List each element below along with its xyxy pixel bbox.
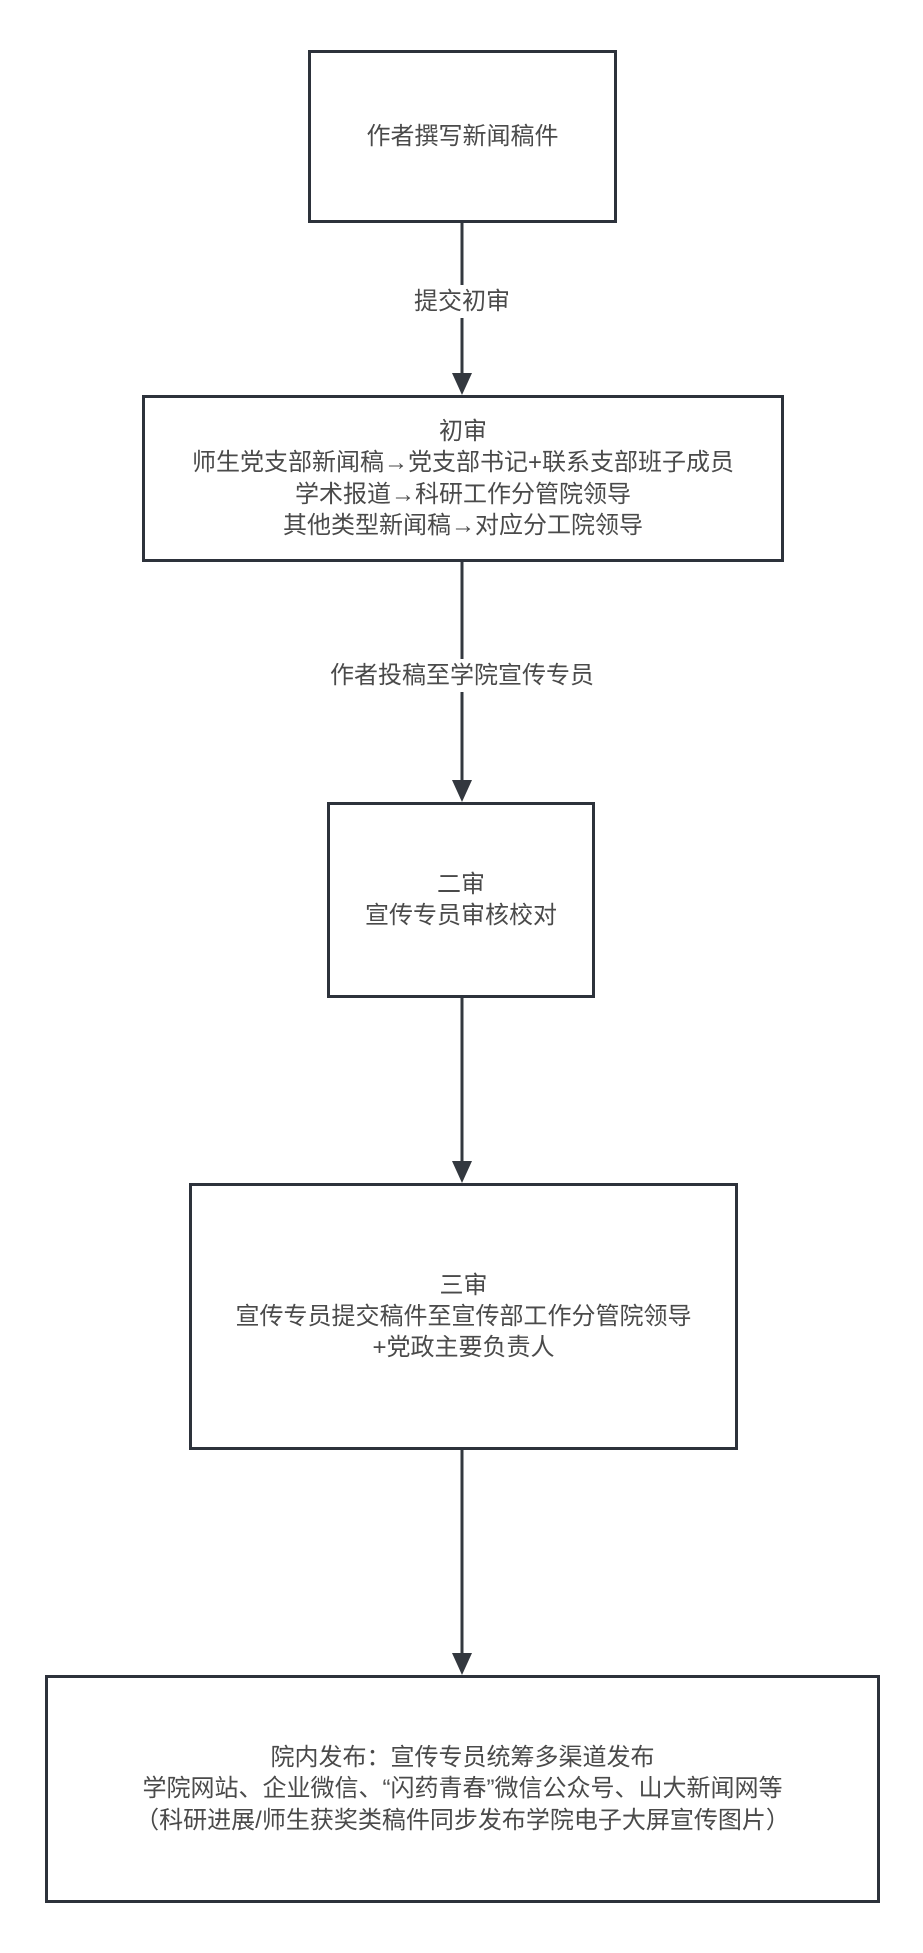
arrow-down-icon — [452, 780, 472, 802]
node-text-line: +党政主要负责人 — [372, 1334, 555, 1362]
node-text-line: 师生党支部新闻稿→党支部书记+联系支部班子成员 — [191, 449, 734, 477]
flow-node-author-writes: 作者撰写新闻稿件 — [308, 50, 617, 223]
connector-line — [460, 1450, 464, 1653]
node-text-line: 宣传专员提交稿件至宣传部工作分管院领导 — [235, 1302, 692, 1330]
connector-line — [460, 998, 464, 1161]
flow-node-first-review: 初审 师生党支部新闻稿→党支部书记+联系支部班子成员 学术报道→科研工作分管院领… — [142, 395, 784, 562]
arrow-down-icon — [452, 1161, 472, 1183]
flow-node-publish: 院内发布：宣传专员统筹多渠道发布 学院网站、企业微信、“闪药青春”微信公众号、山… — [45, 1675, 880, 1903]
node-text-line: 其他类型新闻稿→对应分工院领导 — [283, 511, 643, 539]
flow-node-second-review: 二审 宣传专员审核校对 — [327, 802, 595, 998]
arrow-down-icon — [452, 1653, 472, 1675]
node-text-line: 作者撰写新闻稿件 — [366, 122, 559, 150]
node-text-line: 宣传专员审核校对 — [365, 902, 557, 929]
arrow-down-icon — [452, 373, 472, 395]
node-text-line: 三审 — [439, 1271, 488, 1299]
edge-label-submit-first-review: 提交初审 — [408, 285, 516, 319]
node-text-line: 初审 — [439, 418, 487, 446]
node-text-line: （科研进展/师生获奖类稿件同步发布学院电子大屏宣传图片） — [135, 1806, 790, 1834]
node-text-line: 学院网站、企业微信、“闪药青春”微信公众号、山大新闻网等 — [142, 1775, 783, 1803]
flow-node-third-review: 三审 宣传专员提交稿件至宣传部工作分管院领导 +党政主要负责人 — [189, 1183, 738, 1450]
edge-label-send-to-publicity-officer: 作者投稿至学院宣传专员 — [324, 659, 600, 693]
node-text-line: 院内发布：宣传专员统筹多渠道发布 — [270, 1744, 655, 1772]
node-text-line: 二审 — [437, 870, 485, 898]
node-text-line: 学术报道→科研工作分管院领导 — [295, 480, 631, 508]
